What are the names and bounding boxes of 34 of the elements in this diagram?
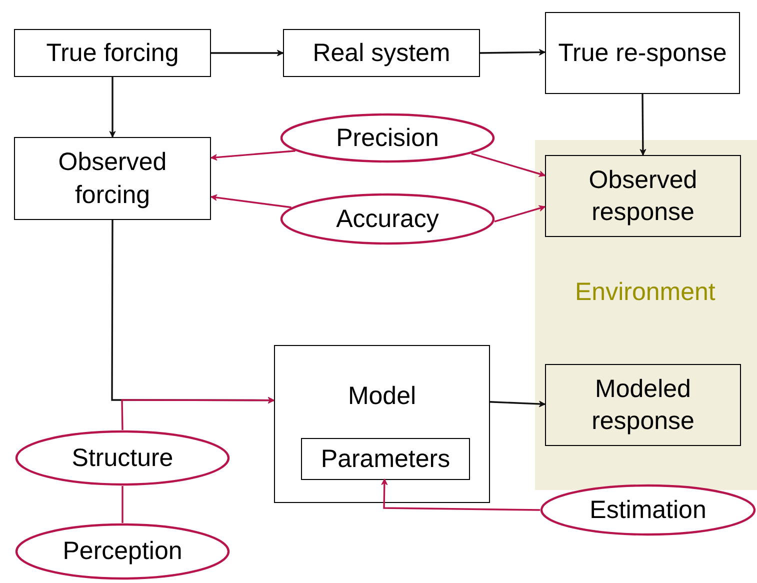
environment-band — [535, 140, 757, 490]
node-label: Precision — [336, 122, 439, 154]
node-label: Environment — [575, 278, 716, 306]
process-box — [274, 345, 490, 503]
node-label: Real system — [312, 38, 450, 69]
node-label: Parameters — [320, 444, 450, 475]
process-box — [545, 12, 740, 94]
node-label: Structure — [72, 442, 174, 474]
arrow — [109, 77, 116, 138]
arrow — [210, 194, 292, 208]
process-box — [545, 155, 741, 237]
node-label: Model — [348, 381, 416, 412]
process-box — [14, 137, 211, 220]
node-label: Perception — [62, 536, 182, 568]
arrow — [381, 478, 540, 511]
node-label: Observed forcing — [57, 147, 168, 210]
arrow — [471, 152, 546, 177]
arrow — [210, 150, 296, 160]
arrow — [640, 94, 646, 156]
node-label: Observed response — [588, 164, 698, 228]
process-box — [301, 438, 470, 480]
arrow — [480, 49, 546, 56]
node-label: True re-sponse — [558, 38, 727, 69]
node-label: Accuracy — [336, 204, 439, 235]
arrow — [494, 205, 546, 222]
node-label: Modeled response — [590, 374, 696, 437]
arrow — [121, 397, 274, 430]
node-label: Estimation — [590, 494, 706, 526]
process-box — [545, 364, 741, 446]
node-label: True forcing — [46, 38, 179, 69]
process-box — [14, 29, 211, 77]
arrow — [211, 50, 284, 56]
arrow — [490, 400, 546, 408]
process-box — [283, 29, 480, 77]
